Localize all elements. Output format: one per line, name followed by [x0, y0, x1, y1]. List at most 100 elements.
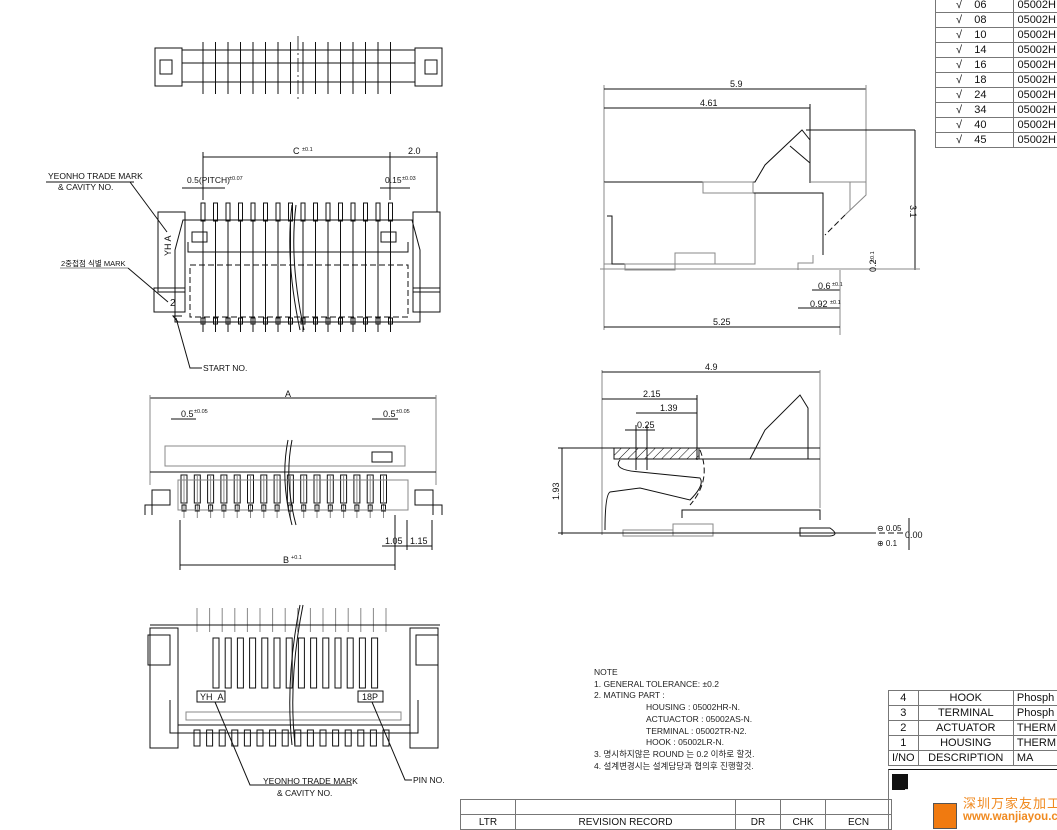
pin-contact: [270, 730, 276, 746]
pin-contact: [358, 730, 364, 746]
rev-ltr-header: LTR: [461, 815, 516, 830]
pin-contact: [239, 203, 243, 221]
pin-contact: [201, 203, 205, 221]
item-material: MA: [1013, 751, 1057, 766]
item-description: ACTUATOR: [918, 721, 1013, 736]
item-description: TERMINAL: [918, 706, 1013, 721]
front-view: C ±0.1 2.0 0.5(PITCH) ±0.07 0.15 ±0.03 Y…: [46, 146, 440, 373]
pin-contact: [383, 730, 389, 746]
dim-5-9: 5.9: [730, 79, 743, 89]
item-material: Phosph: [1013, 706, 1057, 721]
item-no: 3: [889, 706, 919, 721]
pin-contact: [359, 638, 365, 688]
pin-contact: [370, 730, 376, 746]
part-number: 05002H: [1014, 118, 1057, 133]
trade-mark-label: YEONHO TRADE MARK: [48, 171, 143, 181]
cavity-no-label: & CAVITY NO.: [58, 182, 113, 192]
start-digit: 2: [170, 298, 176, 309]
dim-0-92: 0.92: [810, 299, 828, 309]
pin-contact: [225, 638, 231, 688]
pin-contact: [262, 638, 268, 688]
dim-0-25: 0.25: [637, 420, 655, 430]
pin-contact: [333, 730, 339, 746]
pin-contact: [389, 203, 393, 221]
pin-contact: [274, 638, 280, 688]
rev-ecn-header: ECN: [826, 815, 892, 830]
start-no-label: START NO.: [203, 363, 247, 373]
item-no: 1: [889, 736, 919, 751]
part-number: 05002H: [1014, 43, 1057, 58]
pin-contact: [339, 203, 343, 221]
check-mark-icon: √: [956, 74, 962, 86]
pin-contact: [314, 203, 318, 221]
pin-contact: [213, 638, 219, 688]
pin-contact: [237, 638, 243, 688]
pin-contact: [320, 730, 326, 746]
dim-c-label: C: [293, 146, 300, 156]
pin-contact: [264, 203, 268, 221]
pin-count: 18: [974, 74, 986, 86]
pin-contact: [345, 730, 351, 746]
pin-contact: [372, 638, 378, 688]
pin-contact: [376, 203, 380, 221]
rear-view: YH_A 18P YEONHO TRADE MARK & CAVITY NO. …: [148, 605, 445, 798]
item-material: THERM: [1013, 721, 1057, 736]
part-number: 05002H: [1014, 28, 1057, 43]
dim-1-93: 1.93: [551, 482, 561, 500]
item-description: HOUSING: [918, 736, 1013, 751]
item-material: Phosph: [1013, 691, 1057, 706]
dim-5-25: 5.25: [713, 317, 731, 327]
pin-contact: [364, 203, 368, 221]
side-view-1: 5.9 4.61 3.1 0.2 ±0.1 0.6 ±0.1 0.92 ±0.1…: [600, 79, 920, 335]
watermark-cn: 深圳万家友加工网: [963, 793, 1057, 812]
part-number: 05002H: [1014, 73, 1057, 88]
pin-count: 16: [974, 59, 986, 71]
pin-contact: [335, 638, 341, 688]
mark-2-label: 2중접점 식별 MARK: [61, 258, 126, 268]
note-4: 4. 설계변경시는 설계담당과 협의후 진행할것.: [594, 761, 754, 773]
pin-contact: [207, 730, 213, 746]
pin-contact: [311, 638, 317, 688]
pin-contact: [351, 203, 355, 221]
pin-contact: [244, 730, 250, 746]
dim-105: 1.05: [385, 536, 403, 546]
bottom-view: A 0.5 ±0.05 0.5 ±0.05 B +0.1 1.05 1.15: [145, 389, 442, 570]
dim-right: 0.5: [383, 409, 396, 419]
check-mark-icon: √: [956, 14, 962, 26]
dim-2-15: 2.15: [643, 389, 661, 399]
dim-3-1: 3.1: [908, 205, 918, 218]
item-material: THERM: [1013, 736, 1057, 751]
note-1: 1. GENERAL TOLERANCE: ±0.2: [594, 679, 754, 691]
pin-box-text: 18P: [362, 692, 378, 702]
pin-contact: [194, 730, 200, 746]
item-description: DESCRIPTION: [918, 751, 1013, 766]
part-number: 05002H: [1014, 13, 1057, 28]
dim-left-tol: ±0.05: [194, 409, 208, 415]
dim-0-6: 0.6: [818, 281, 831, 291]
pin-contact: [219, 730, 225, 746]
pin-contact: [323, 638, 329, 688]
dim-c-tol: ±0.1: [302, 147, 313, 153]
note-3: 3. 명시하지않은 ROUND 는 0.2 이하로 할것.: [594, 749, 754, 761]
company-logo: [892, 774, 908, 790]
part-number: 05002H: [1014, 58, 1057, 73]
watermark: 深圳万家友加工网 www.wanjiayou.com: [905, 789, 1057, 828]
pin-contact: [282, 730, 288, 746]
tol-plus: ⊕ 0.1: [877, 539, 898, 548]
check-mark-icon: √: [956, 89, 962, 101]
dim-0-92-tol: ±0.1: [830, 300, 841, 306]
pin-contact: [250, 638, 256, 688]
check-mark-icon: √: [956, 0, 962, 11]
dim-2-0: 2.0: [408, 146, 421, 156]
part-number: 05002H: [1014, 133, 1057, 148]
pin-contact: [276, 203, 280, 221]
